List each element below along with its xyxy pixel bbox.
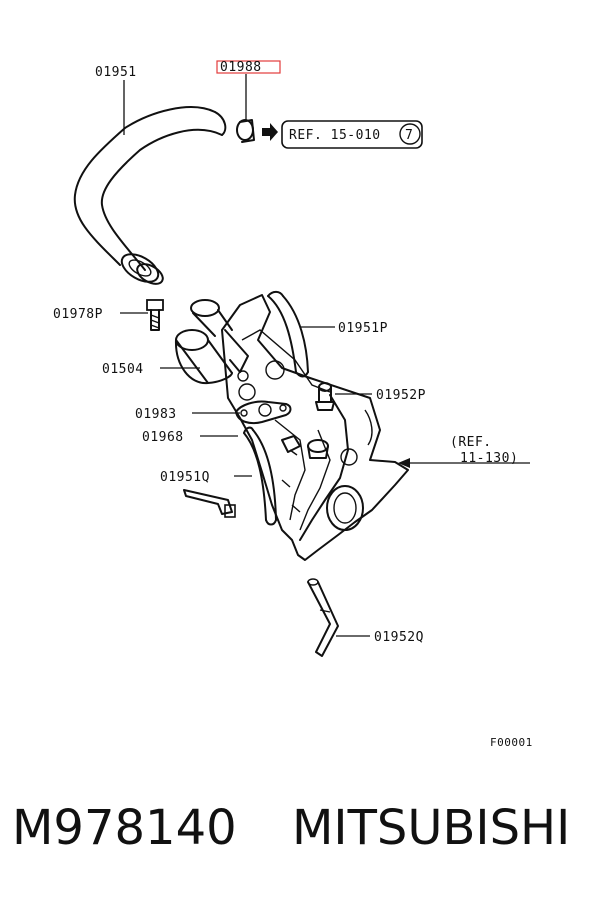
figure-code: F00001 [490,736,533,749]
clamp-01988 [236,119,278,143]
part-number: M978140 [12,800,237,856]
label-01504: 01504 [102,362,144,377]
label-01951p: 01951P [338,321,388,336]
ref-box-top [281,120,423,149]
pipe-01952q [307,578,339,657]
engine-block [221,294,409,561]
label-01968: 01968 [142,430,184,445]
hose-01951q [243,426,277,526]
valve-01504 [174,299,249,385]
label-01952p: 01952P [376,388,426,403]
bracket [183,489,236,518]
label-ref-right-2: 11-130) [460,451,518,466]
hose-01951 [73,106,227,285]
brand-name: MITSUBISHI [292,800,571,856]
bolt-01978p [146,299,164,331]
label-01983: 01983 [135,407,177,422]
hose-01951p [267,290,309,378]
parts-diagram: 01951 01988 REF. 15-010 7 01978P 01951P … [53,60,533,749]
arrow-icon [262,123,278,141]
label-01951: 01951 [95,65,137,80]
label-01988: 01988 [220,60,262,75]
label-01951q: 01951Q [160,470,210,485]
label-ref-right-1: (REF. [450,435,492,450]
fittings [281,435,329,459]
label-ref-15-010: REF. 15-010 [289,128,381,143]
ref-arrow-icon [398,458,410,468]
fitting-01952p [315,382,335,411]
highlight-01988 [216,60,281,74]
leader-lines [120,74,530,637]
gasket-01983-01968 [235,400,292,425]
label-01978p: 01978P [53,307,103,322]
label-ref-circle: 7 [405,128,413,143]
label-01952q: 01952Q [374,630,424,645]
footer: M978140 MITSUBISHI [0,800,600,880]
